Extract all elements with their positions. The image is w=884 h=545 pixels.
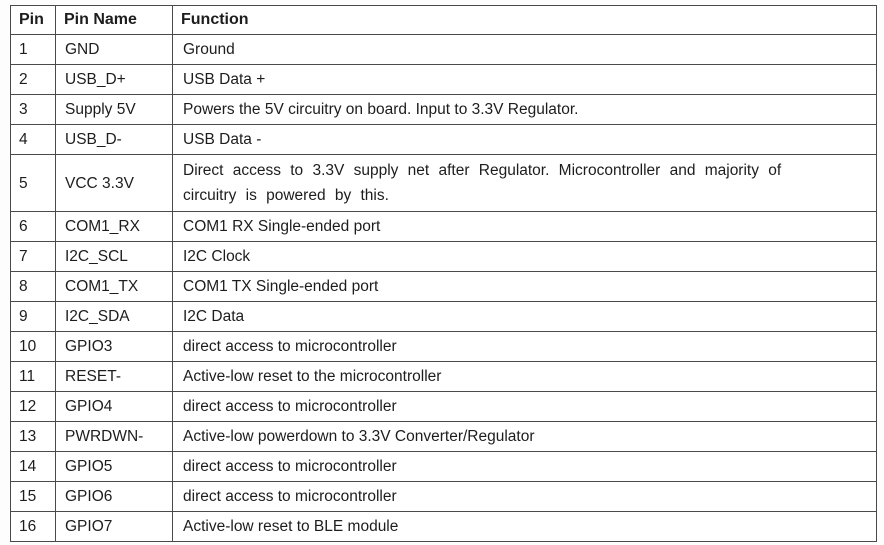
table-header-row: Pin Pin Name Function [10,5,877,35]
function-cell: direct access to microcontroller [172,391,877,422]
pin-cell: 4 [10,124,56,155]
function-cell: Powers the 5V circuitry on board. Input … [172,94,877,125]
pin-name-cell: GND [55,34,173,65]
pin-cell: 5 [10,154,56,212]
pin-name-cell: RESET- [55,361,173,392]
pin-name-cell: GPIO6 [55,481,173,512]
function-cell: direct access to microcontroller [172,481,877,512]
function-cell: Direct access to 3.3V supply net after R… [172,154,877,212]
function-cell: I2C Data [172,301,877,332]
pin-name-cell: GPIO4 [55,391,173,422]
pin-name-cell: I2C_SDA [55,301,173,332]
pin-cell: 8 [10,271,56,302]
pin-cell: 10 [10,331,56,362]
function-cell: direct access to microcontroller [172,451,877,482]
function-cell: COM1 RX Single-ended port [172,211,877,242]
pin-name-cell: GPIO5 [55,451,173,482]
function-cell: I2C Clock [172,241,877,272]
pin-cell: 15 [10,481,56,512]
pin-name-cell: USB_D- [55,124,173,155]
pin-name-cell: Supply 5V [55,94,173,125]
function-cell: direct access to microcontroller [172,331,877,362]
pin-name-cell: I2C_SCL [55,241,173,272]
pin-cell: 16 [10,511,56,542]
pin-cell: 1 [10,34,56,65]
pin-name-cell: GPIO7 [55,511,173,542]
column-header-pin: Pin [10,5,56,35]
pin-cell: 13 [10,421,56,452]
function-cell: USB Data + [172,64,877,95]
pin-name-cell: COM1_TX [55,271,173,302]
pin-cell: 6 [10,211,56,242]
function-cell: USB Data - [172,124,877,155]
pin-cell: 2 [10,64,56,95]
pin-name-cell: PWRDWN- [55,421,173,452]
pin-name-cell: VCC 3.3V [55,154,173,212]
pin-cell: 9 [10,301,56,332]
pin-name-cell: GPIO3 [55,331,173,362]
column-header-function: Function [172,5,877,35]
function-cell: Ground [172,34,877,65]
pin-cell: 11 [10,361,56,392]
pin-name-cell: USB_D+ [55,64,173,95]
pin-cell: 14 [10,451,56,482]
function-cell: Active-low reset to the microcontroller [172,361,877,392]
function-cell: Active-low reset to BLE module [172,511,877,542]
pin-cell: 7 [10,241,56,272]
function-cell: COM1 TX Single-ended port [172,271,877,302]
function-cell: Active-low powerdown to 3.3V Converter/R… [172,421,877,452]
pin-cell: 3 [10,94,56,125]
column-header-pin-name: Pin Name [55,5,173,35]
pin-name-cell: COM1_RX [55,211,173,242]
pin-cell: 12 [10,391,56,422]
